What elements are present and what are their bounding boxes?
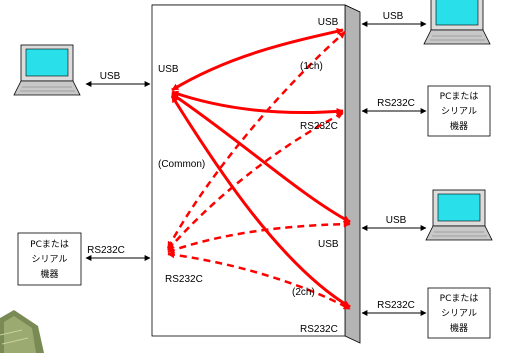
serial-device-left: PCまたは シリアル 機器 (17, 232, 82, 286)
serial-box-line2: シリアル (32, 255, 68, 265)
serial-box-line1: PCまたは (30, 239, 69, 250)
serial-box-line3: 機器 (40, 268, 58, 280)
serial-device-right-top: PCまたは シリアル 機器 (427, 85, 491, 137)
external-links (85, 21, 427, 316)
device-port-usb: USB (158, 64, 179, 75)
label-right-rs232c-top: RS232C (377, 98, 415, 109)
route-rs232c-to-rs232c-2ch (167, 251, 351, 311)
serial-box-line2: シリアル (441, 309, 477, 319)
serial-box-line3: 機器 (450, 322, 468, 334)
label-right-usb-bottom: USB (386, 215, 407, 226)
channel-usb-1ch: USB (318, 17, 339, 28)
laptop-icon (13, 44, 81, 96)
channel-2-label: (2ch) (292, 287, 315, 298)
serial-device-right-bottom: PCまたは シリアル 機器 (427, 287, 491, 339)
channel-rs232c-2ch: RS232C (300, 324, 338, 335)
channel-usb-2ch: USB (318, 239, 339, 250)
channel-rs232c-1ch: RS232C (300, 121, 338, 132)
channel-1-label: (1ch) (300, 61, 323, 72)
label-right-usb-top: USB (383, 11, 404, 22)
device-port-rs232c: RS232C (165, 274, 203, 285)
dashed-routes (166, 31, 351, 311)
circuit-board-fragment (0, 310, 44, 353)
label-left-usb: USB (100, 71, 121, 82)
common-label: (Common) (158, 159, 205, 170)
serial-box-line1: PCまたは (440, 293, 479, 304)
serial-box-line3: 機器 (450, 120, 468, 132)
route-rs232c-to-usb-2ch (167, 220, 351, 254)
label-right-rs232c-bottom: RS232C (377, 300, 415, 311)
device-side-face (344, 4, 361, 344)
laptop-icon (423, 0, 491, 45)
serial-box-line2: シリアル (441, 107, 477, 117)
laptop-icon (425, 189, 493, 241)
serial-box-line1: PCまたは (440, 91, 479, 102)
label-left-rs232c: RS232C (87, 245, 125, 256)
